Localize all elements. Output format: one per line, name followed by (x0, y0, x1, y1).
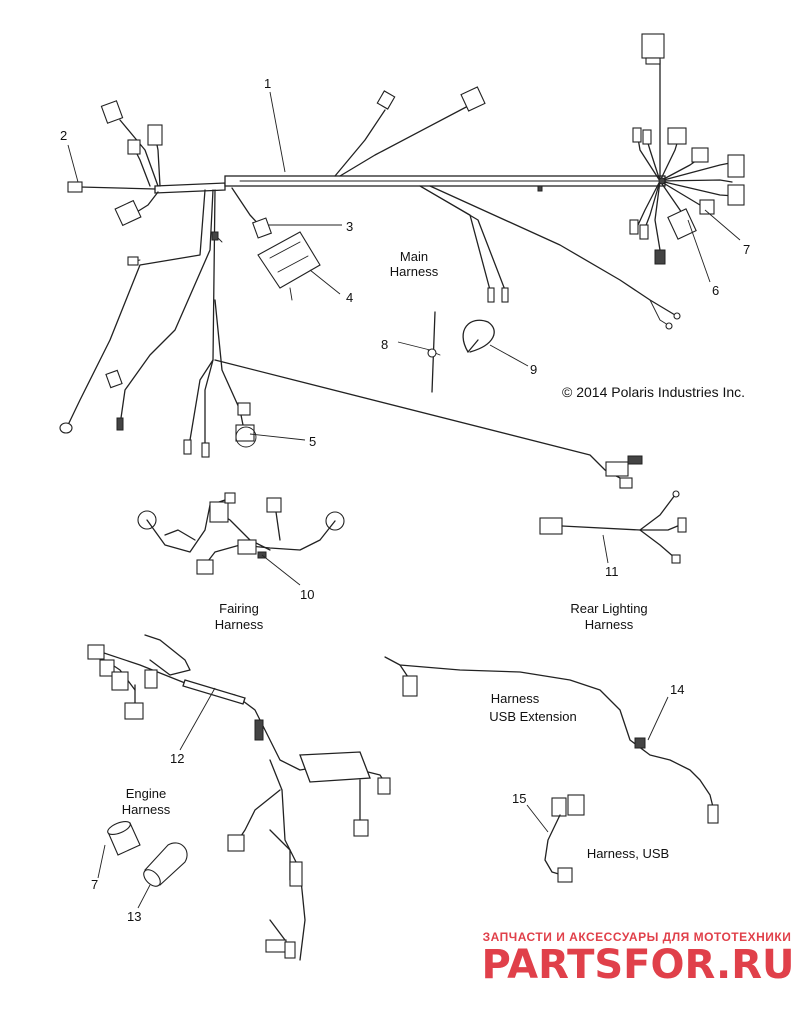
callout-10: 10 (300, 587, 314, 602)
section-labels: Main Harness Fairing Harness Rear Lighti… (122, 249, 669, 861)
connector-2 (67, 181, 83, 193)
label-usbext-2: USB Extension (489, 709, 576, 724)
label-fairing-2: Harness (215, 617, 264, 632)
rear-lighting-harness (539, 490, 687, 564)
label-main-1: Main (400, 249, 428, 264)
watermark-tagline: ЗАПЧАСТИ И АКСЕССУАРЫ ДЛЯ МОТОТЕХНИКИ (483, 930, 792, 944)
watermark: ЗАПЧАСТИ И АКСЕССУАРЫ ДЛЯ МОТОТЕХНИКИ PA… (481, 930, 794, 988)
label-engine-2: Harness (122, 802, 171, 817)
callout-11: 11 (605, 564, 619, 579)
callout-2: 2 (60, 128, 67, 143)
label-rear-1: Rear Lighting (570, 601, 647, 616)
callout-5: 5 (309, 434, 316, 449)
boot-13 (143, 842, 188, 887)
usb-harness (544, 794, 585, 883)
callout-6: 6 (712, 283, 719, 298)
fairing-harness (137, 492, 345, 575)
leader-lines (67, 91, 741, 909)
label-engine-1: Engine (126, 786, 166, 801)
main-harness (59, 33, 745, 489)
callout-15: 15 (512, 791, 526, 806)
callout-9: 9 (530, 362, 537, 377)
callout-12: 12 (170, 751, 184, 766)
copyright-text: © 2014 Polaris Industries Inc. (562, 384, 745, 400)
tie-strap-8 (427, 311, 441, 393)
callout-7-main: 7 (743, 242, 750, 257)
clip-9 (462, 319, 495, 353)
callout-14: 14 (670, 682, 684, 697)
callout-8: 8 (381, 337, 388, 352)
watermark-logo: PARTSFOR.RU (481, 942, 794, 988)
label-main-2: Harness (390, 264, 439, 279)
callout-numbers: 1 2 3 4 5 6 7 8 9 10 11 12 7 13 14 15 (60, 76, 750, 924)
usb-extension-harness (384, 656, 719, 824)
label-rear-2: Harness (585, 617, 634, 632)
engine-harness (87, 634, 391, 961)
label-usb: Harness, USB (587, 846, 669, 861)
callout-7-engine: 7 (91, 877, 98, 892)
callout-1: 1 (264, 76, 271, 91)
label-fairing-1: Fairing (219, 601, 259, 616)
callout-13: 13 (127, 909, 141, 924)
callout-3: 3 (346, 219, 353, 234)
callout-4: 4 (346, 290, 353, 305)
label-usbext-1: Harness (491, 691, 540, 706)
sleeve-7 (107, 820, 141, 856)
